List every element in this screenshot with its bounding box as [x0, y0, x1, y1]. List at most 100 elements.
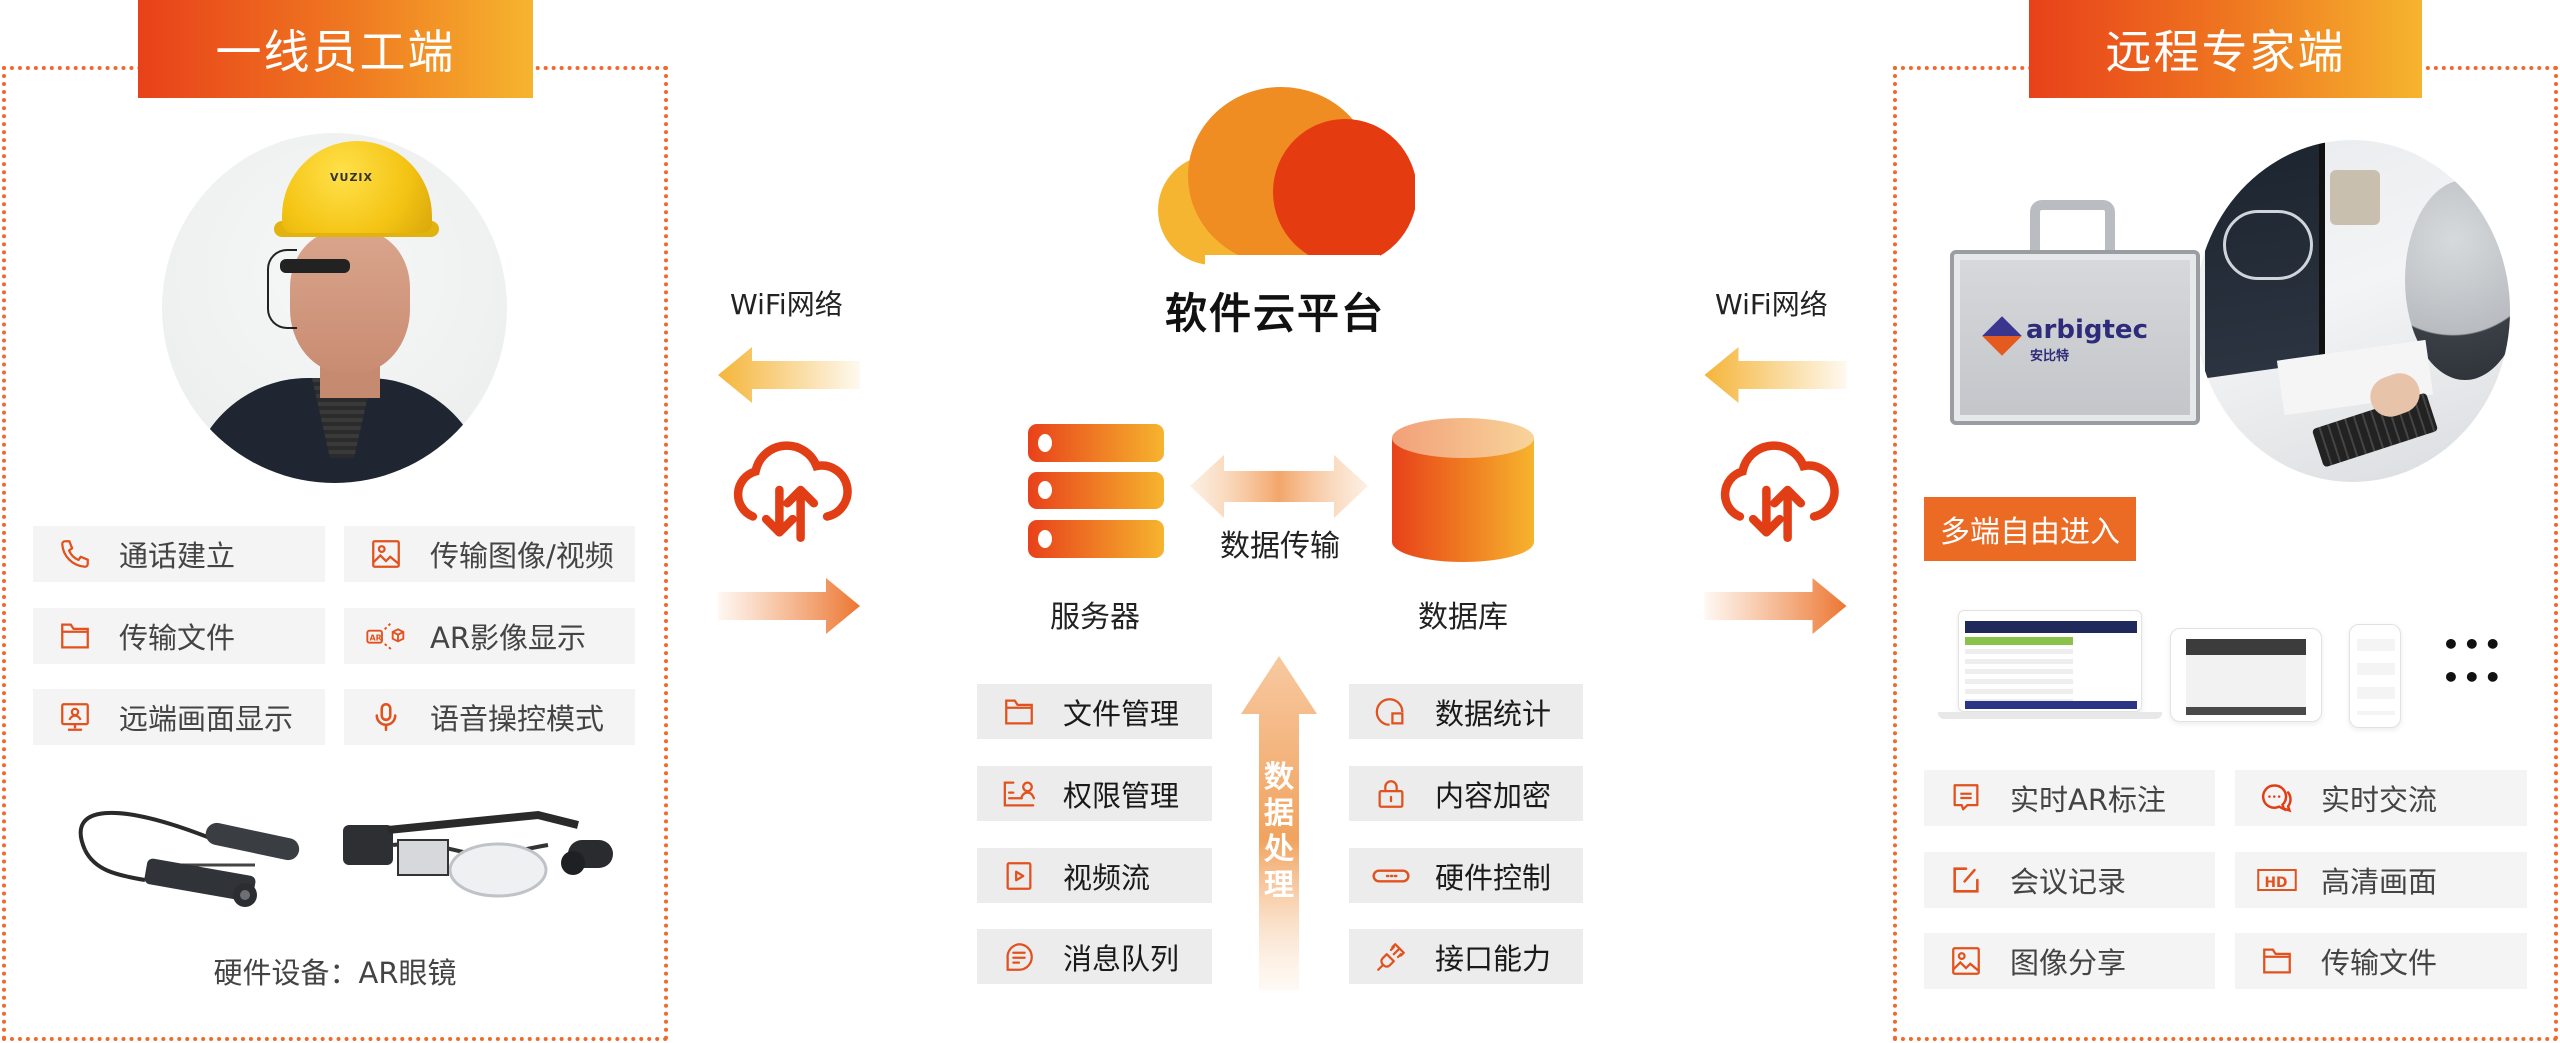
arrow-right-to-cloud [1704, 347, 1847, 403]
wifi-label-left: WiFi网络 [730, 288, 843, 321]
ar-headset [280, 259, 350, 273]
case-handle [2030, 200, 2115, 255]
image-icon [366, 534, 406, 574]
data-transfer-label: 数据传输 [1220, 529, 1340, 564]
hard-hat [282, 141, 432, 233]
lock-icon [1371, 774, 1411, 814]
feature-label: 传输文件 [119, 621, 236, 655]
svg-text:AR: AR [369, 633, 381, 642]
feature-image-share: 图像分享 [1924, 933, 2215, 989]
arrow-cloud-to-expert [1704, 578, 1847, 634]
svg-text:HD: HD [2265, 875, 2288, 891]
hardware-icon [1371, 856, 1411, 896]
cloud-platform-logo [1158, 87, 1415, 265]
data-processing-arrow [1241, 656, 1317, 990]
case-brand-cn: 安比特 [2030, 349, 2070, 364]
chat-icon [2257, 778, 2297, 818]
expert-panel-title: 远程专家端 [2029, 0, 2422, 98]
message-icon [999, 937, 1039, 977]
feature-meeting-notes: 会议记录 [1924, 852, 2215, 908]
multi-entry-badge: 多端自由进入 [1924, 497, 2136, 561]
feature-label: 会议记录 [2010, 865, 2127, 899]
function-data-statistics: 数据统计 [1349, 684, 1583, 739]
folder-icon [999, 692, 1039, 732]
case-brand: arbigtec [2026, 315, 2148, 345]
ar-glasses-image-1 [78, 810, 300, 907]
server-icon [1028, 424, 1164, 558]
function-label: 接口能力 [1435, 941, 1552, 976]
plant-pot [2330, 170, 2380, 225]
function-interface-capability: 接口能力 [1349, 929, 1583, 984]
arrow-left-to-worker [718, 347, 860, 403]
processing-char: 据 [1264, 796, 1294, 831]
headset-cable [267, 249, 297, 329]
feature-ar-display: AR AR影像显示 [344, 608, 635, 664]
data-processing-label: 数 据 处 理 [1258, 760, 1300, 904]
processing-char: 处 [1264, 832, 1294, 867]
processing-char: 数 [1264, 760, 1294, 795]
cloud-sync-icon-left [733, 441, 852, 542]
expert-photo [2195, 140, 2510, 482]
tablet-nav-bar [2186, 707, 2306, 715]
laptop-base [1938, 712, 2162, 719]
function-label: 数据统计 [1435, 696, 1552, 731]
feature-voice-control: 语音操控模式 [344, 689, 635, 745]
function-label: 硬件控制 [1435, 860, 1552, 895]
laptop-tab-bar [1965, 637, 2073, 645]
hd-icon: HD [2257, 860, 2297, 900]
edit-icon [1946, 860, 1986, 900]
feature-hd-picture: HD 高清画面 [2235, 852, 2527, 908]
function-label: 消息队列 [1063, 941, 1180, 976]
feature-label: 高清画面 [2321, 865, 2438, 899]
arrow-worker-to-cloud [718, 578, 860, 634]
hardware-caption: 硬件设备：AR眼镜 [213, 956, 457, 990]
database-label: 数据库 [1418, 600, 1508, 635]
server-label: 服务器 [1050, 600, 1140, 635]
function-file-management: 文件管理 [977, 684, 1212, 739]
frontline-panel-title: 一线员工端 [138, 0, 533, 98]
more-devices-indicator: ••• ••• [2442, 628, 2505, 694]
remote-screen-icon [55, 697, 95, 737]
database-icon [1392, 418, 1534, 562]
feature-label: 语音操控模式 [430, 702, 605, 736]
ar-glasses-image-2 [343, 810, 613, 898]
data-transfer-arrow [1190, 455, 1368, 518]
phone-device [2349, 624, 2401, 728]
monitor-cable-image [2223, 210, 2313, 280]
ar-cube-icon: AR [366, 616, 406, 656]
helmet-logo: VUZIX [330, 171, 373, 184]
feature-label: AR影像显示 [430, 621, 586, 655]
function-label: 权限管理 [1063, 778, 1180, 813]
feature-transfer-file: 传输文件 [33, 608, 325, 664]
tablet-header-bar [2186, 639, 2306, 655]
microphone-icon [366, 697, 406, 737]
feature-label: 实时AR标注 [2010, 783, 2166, 817]
feature-label: 远端画面显示 [119, 702, 294, 736]
processing-char: 理 [1264, 868, 1294, 903]
phone-icon [55, 534, 95, 574]
play-icon [999, 856, 1039, 896]
function-video-stream: 视频流 [977, 848, 1212, 903]
wifi-label-right: WiFi网络 [1715, 288, 1828, 321]
feature-realtime-chat: 实时交流 [2235, 770, 2527, 826]
feature-label: 实时交流 [2321, 783, 2438, 817]
function-content-encryption: 内容加密 [1349, 766, 1583, 821]
feature-transfer-file-expert: 传输文件 [2235, 933, 2527, 989]
worker-photo: VUZIX [162, 133, 507, 483]
worker-face [290, 231, 410, 373]
user-permission-icon [999, 774, 1039, 814]
function-hardware-control: 硬件控制 [1349, 848, 1583, 903]
cloud-platform-title: 软件云平台 [1164, 289, 1385, 338]
feature-remote-screen: 远端画面显示 [33, 689, 325, 745]
feature-call: 通话建立 [33, 526, 325, 582]
laptop-header-bar [1965, 621, 2137, 633]
folder-icon [55, 616, 95, 656]
plug-icon [1371, 937, 1411, 977]
tablet-device [2170, 628, 2322, 722]
chart-pie-icon [1371, 692, 1411, 732]
function-message-queue: 消息队列 [977, 929, 1212, 984]
function-label: 内容加密 [1435, 778, 1552, 813]
folder-icon [2257, 941, 2297, 981]
laptop-device [1958, 610, 2142, 712]
feature-label: 传输图像/视频 [430, 539, 614, 573]
